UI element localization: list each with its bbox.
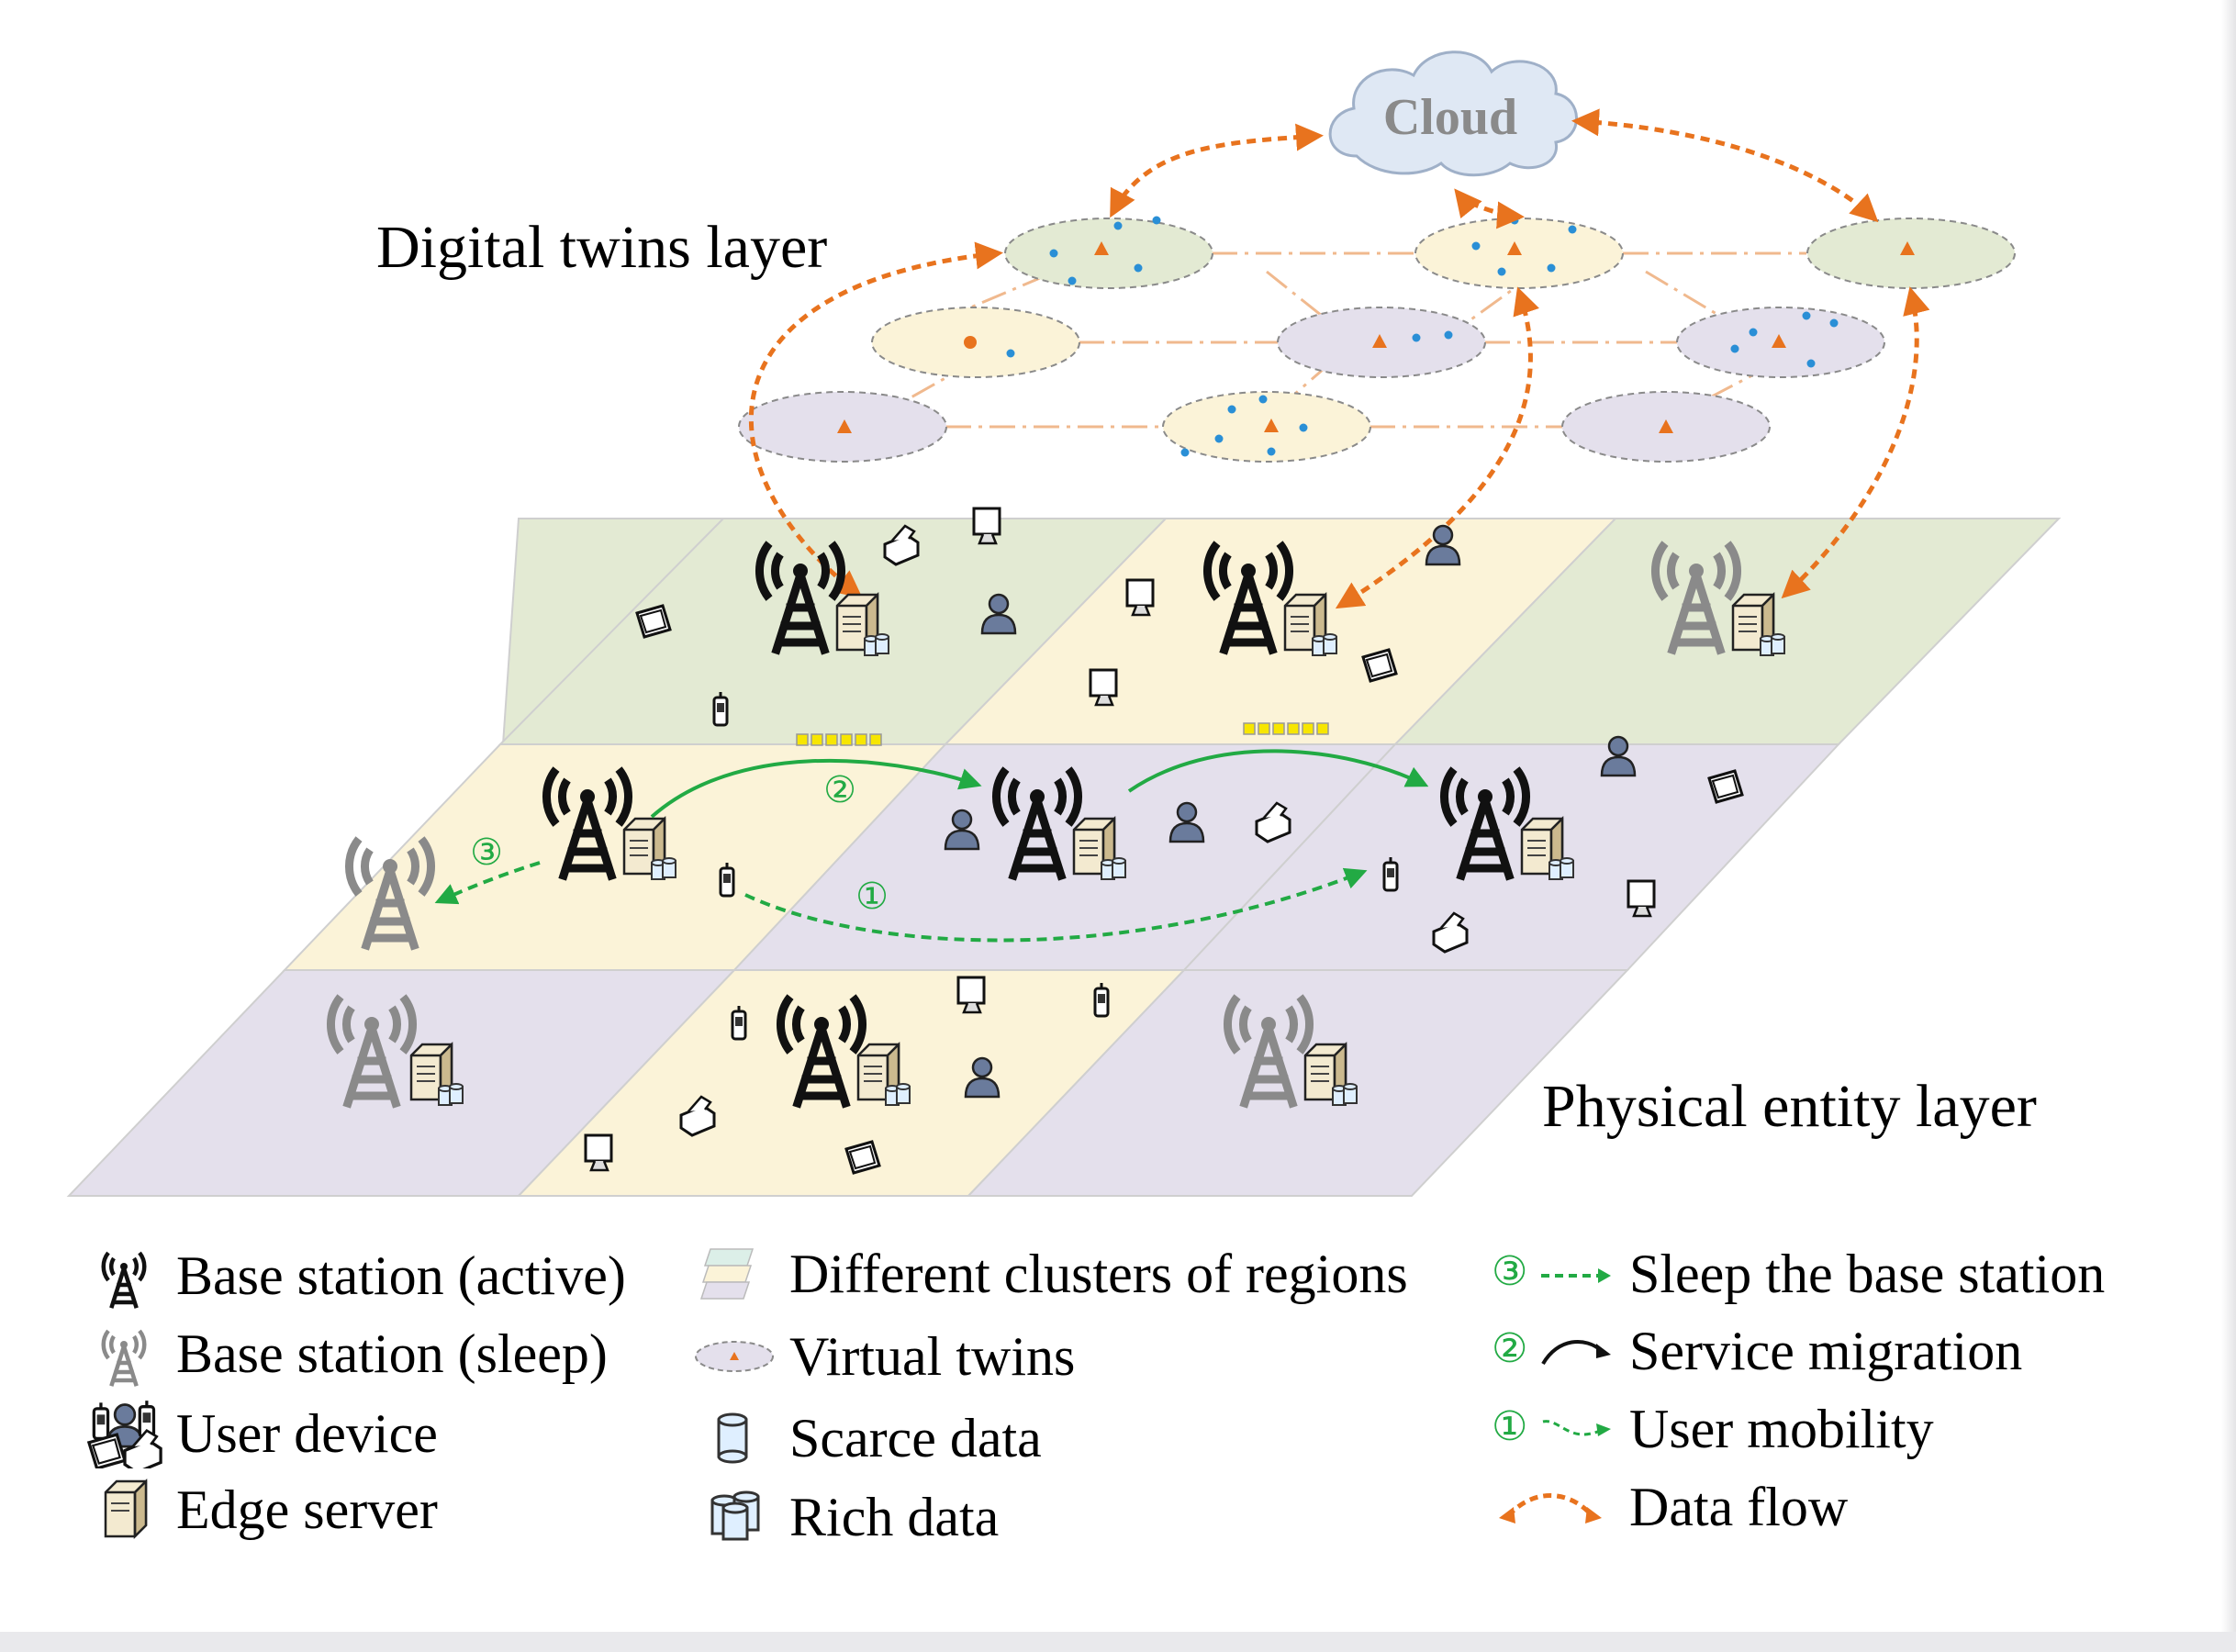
data-flow-twin2-bs (1335, 286, 1539, 609)
sleep-arrow-icon (1541, 1268, 1611, 1283)
legend-label: Base station (active) (176, 1245, 626, 1306)
marker-one: ① (855, 876, 889, 918)
legend-label: User mobility (1629, 1398, 1934, 1459)
legend-item-base-station-sleep: Base station (sleep) (92, 1317, 608, 1390)
cloud: Cloud (1328, 50, 1578, 177)
legend-label: Edge server (176, 1479, 438, 1540)
legend-label: Data flow (1629, 1476, 1849, 1537)
legend-label: Base station (sleep) (176, 1323, 608, 1384)
base-station-sleep-icon (92, 1323, 156, 1387)
twin-1 (1004, 218, 1213, 289)
migration-marker: ② (1492, 1325, 1528, 1372)
user-device-icon (87, 1399, 162, 1468)
marker-two: ② (823, 769, 856, 811)
digital-twins-layer-title: Digital twins layer (376, 214, 828, 281)
legend-label: User device (176, 1402, 438, 1464)
marker-three: ③ (470, 832, 503, 874)
base-station-active-icon (92, 1245, 156, 1309)
physical-entity-layer-title: Physical entity layer (1542, 1073, 2037, 1140)
data-flow-cloud-twin1 (1110, 123, 1324, 218)
virtual-twin-icon (695, 1341, 774, 1372)
legend-item-user-mobility: ① User mobility (1492, 1392, 1934, 1466)
sleep-marker: ③ (1492, 1248, 1528, 1295)
cloud-label: Cloud (1383, 89, 1517, 146)
region-r3c3 (966, 969, 1630, 1197)
window-bottom-edge (0, 1632, 2236, 1652)
data-flow-twin3-bs (1781, 286, 1930, 599)
legend-label: Scarce data (789, 1407, 1042, 1468)
legend-item-base-station-active: Base station (active) (92, 1239, 626, 1312)
data-flow-cloud-twin2 (1454, 188, 1525, 229)
edge-server-icon (104, 1478, 148, 1540)
physical-grid (66, 518, 2062, 1197)
data-flow-twin1-bs (748, 241, 1003, 598)
legend-item-user-device: User device (83, 1397, 438, 1470)
data-flow-cloud-twin3 (1571, 108, 1879, 223)
region-clusters-icon (699, 1248, 755, 1300)
legend-label: Service migration (1629, 1320, 2023, 1381)
scarce-data-icon (717, 1412, 748, 1464)
legend-item-scarce-data: Scarce data (698, 1401, 1042, 1475)
window-edge (2221, 0, 2236, 1652)
data-flow-arrow-icon (1499, 1493, 1602, 1524)
twin-8 (1162, 391, 1371, 463)
legend-item-data-flow: Data flow (1492, 1470, 1848, 1544)
legend-item-service-migration: ② Service migration (1492, 1314, 2022, 1388)
legend-item-rich-data: Rich data (698, 1480, 999, 1554)
legend-item-edge-server: Edge server (92, 1473, 438, 1546)
mobility-arrow-icon (1542, 1420, 1611, 1436)
data-packets (796, 722, 1329, 746)
service-migrations (650, 749, 1429, 819)
legend-label: Sleep the base station (1629, 1243, 2106, 1304)
legend-item-region-clusters: Different clusters of regions (698, 1237, 1408, 1311)
migration-arrow-icon (1541, 1339, 1611, 1366)
legend-item-sleep-base-station: ③ Sleep the base station (1492, 1237, 2105, 1311)
mobility-marker: ① (1492, 1403, 1528, 1450)
data-flows (748, 108, 1930, 609)
legend-label: Different clusters of regions (789, 1243, 1408, 1304)
rich-data-icon (710, 1490, 760, 1541)
legend-label: Virtual twins (789, 1325, 1076, 1387)
legend-item-virtual-twins: Virtual twins (695, 1320, 1076, 1393)
legend-label: Rich data (789, 1486, 1000, 1547)
mobility-paths (434, 861, 1368, 943)
